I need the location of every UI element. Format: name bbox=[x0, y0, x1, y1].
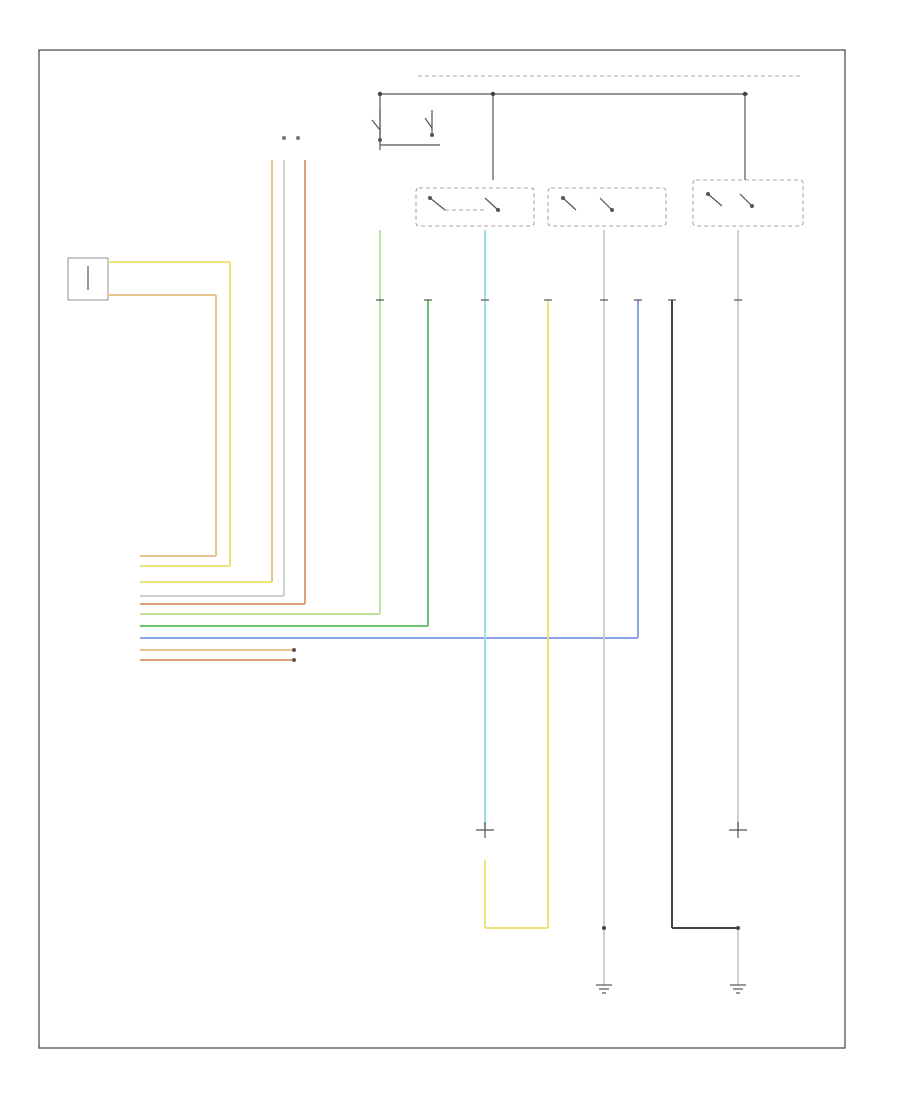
ground-left bbox=[596, 935, 612, 994]
relay-main bbox=[371, 110, 440, 146]
diagram-frame bbox=[38, 49, 846, 1049]
switch-box-right bbox=[692, 179, 804, 227]
switch-box-left bbox=[415, 187, 535, 227]
switch-box-middle bbox=[547, 187, 667, 227]
bulb-left bbox=[476, 822, 494, 838]
left-sensor bbox=[67, 257, 231, 566]
splice-points bbox=[377, 91, 748, 930]
branch-wires bbox=[379, 230, 739, 935]
module-wires bbox=[140, 555, 638, 662]
bulb-right bbox=[729, 822, 747, 838]
power-bus bbox=[379, 75, 800, 180]
sensor-leads bbox=[271, 136, 306, 604]
ground-right bbox=[730, 928, 746, 994]
